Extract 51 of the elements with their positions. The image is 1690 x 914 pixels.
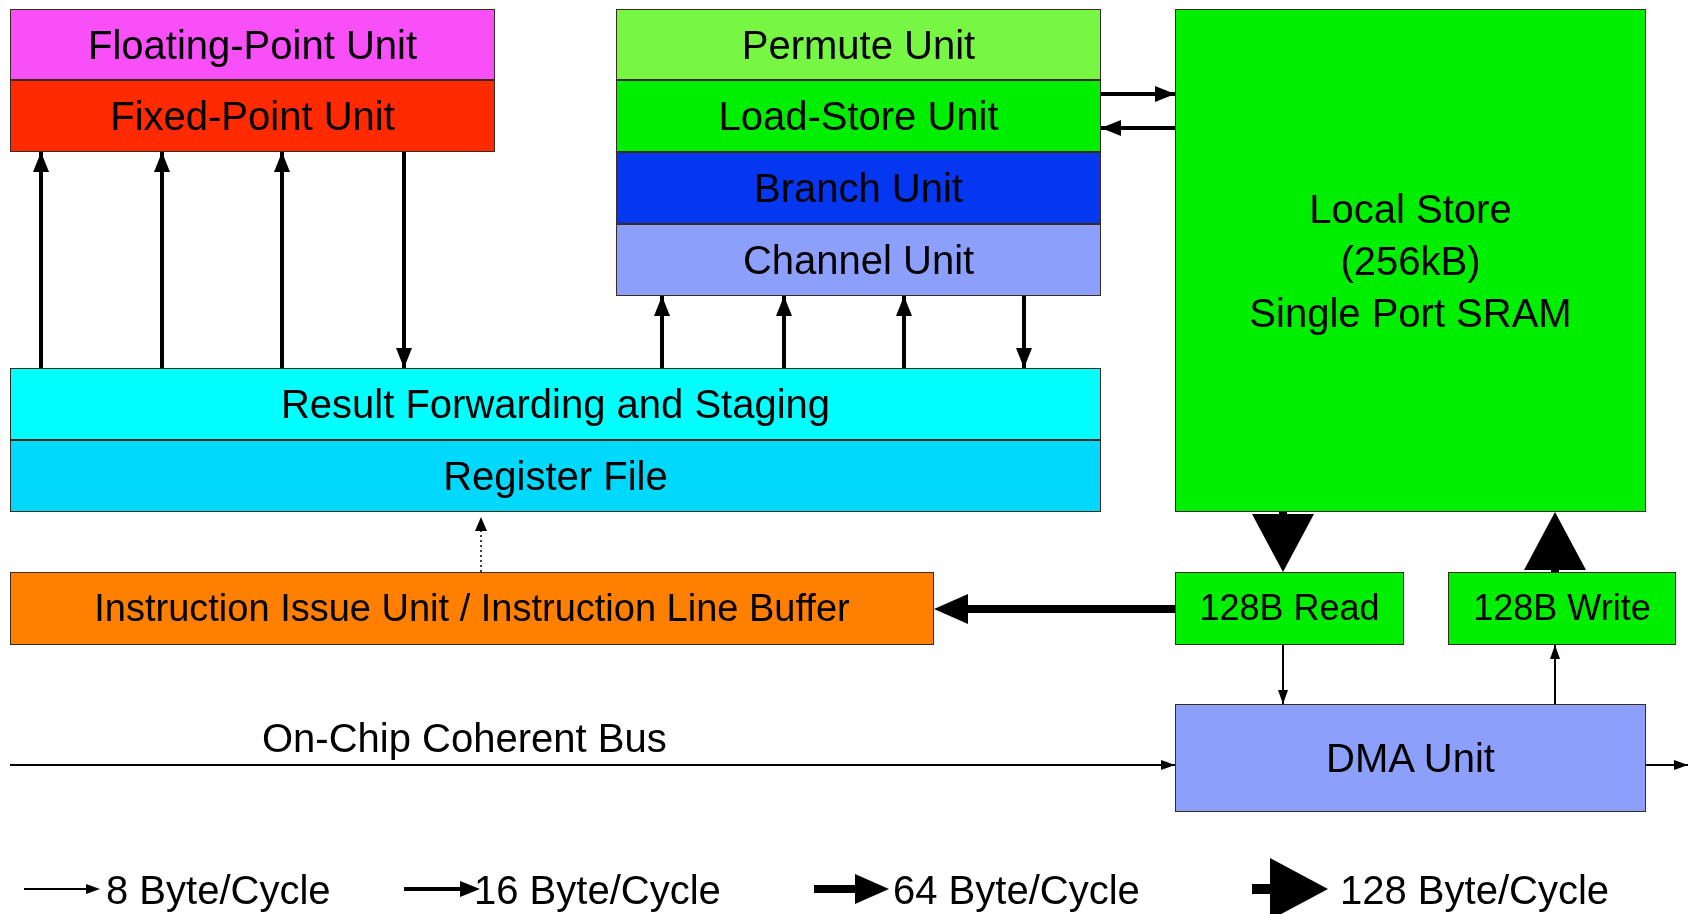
unit-label: Channel Unit: [742, 237, 975, 284]
unit-label: Load-Store Unit: [718, 93, 999, 140]
unit-label: Branch Unit: [754, 165, 963, 212]
arrow: [274, 152, 290, 368]
unit-box: [616, 152, 1101, 224]
unit-label: 128B Write: [1473, 586, 1651, 631]
unit-box: [10, 368, 1101, 440]
unit-label: Fixed-Point Unit: [110, 93, 395, 140]
unit-box: [1175, 572, 1404, 645]
unit-label: Instruction Issue Unit / Instruction Line Buffer: [94, 585, 850, 631]
unit-label: (256kB): [1340, 237, 1481, 285]
arrow: [1550, 644, 1560, 705]
unit-box: [1175, 9, 1646, 512]
legend-text: 16 Byte/Cycle: [474, 870, 721, 910]
legend-text: 128 Byte/Cycle: [1340, 870, 1610, 910]
unit-box: [1448, 572, 1676, 645]
unit-box: [10, 80, 495, 152]
arrow: [1524, 512, 1586, 572]
unit-box: [616, 224, 1101, 296]
edge-label: On-Chip Coherent Bus: [262, 718, 667, 758]
unit-box: [616, 80, 1101, 152]
unit-label: Register File: [443, 453, 668, 500]
arrow: [396, 152, 412, 368]
arrow: [1101, 86, 1175, 102]
dotted-arrow: [475, 517, 487, 573]
arrow: [1252, 512, 1314, 572]
arrow: [1645, 760, 1689, 770]
unit-box: [10, 9, 495, 80]
legend-text: 64 Byte/Cycle: [893, 870, 1140, 910]
unit-label: DMA Unit: [1326, 735, 1495, 782]
unit-box: [10, 440, 1101, 512]
unit-label: Floating-Point Unit: [87, 21, 417, 69]
arrow: [33, 152, 49, 368]
legend-text: 8 Byte/Cycle: [106, 870, 331, 910]
unit-label: 128B Read: [1199, 586, 1380, 631]
unit-box: [10, 572, 934, 645]
arrow: [1101, 120, 1175, 136]
unit-label: Permute Unit: [741, 21, 976, 69]
arrow: [896, 296, 912, 368]
unit-label: Single Port SRAM: [1249, 289, 1572, 337]
arrow: [1278, 644, 1288, 705]
unit-label: Local Store: [1309, 185, 1512, 233]
arrow: [934, 594, 1175, 624]
arrow: [776, 296, 792, 368]
unit-label: Result Forwarding and Staging: [280, 381, 831, 428]
unit-box: [616, 9, 1101, 80]
arrow: [9, 760, 1176, 770]
arrow: [654, 296, 670, 368]
arrow: [154, 152, 170, 368]
arrow: [1016, 296, 1032, 368]
unit-box: [1175, 704, 1646, 812]
